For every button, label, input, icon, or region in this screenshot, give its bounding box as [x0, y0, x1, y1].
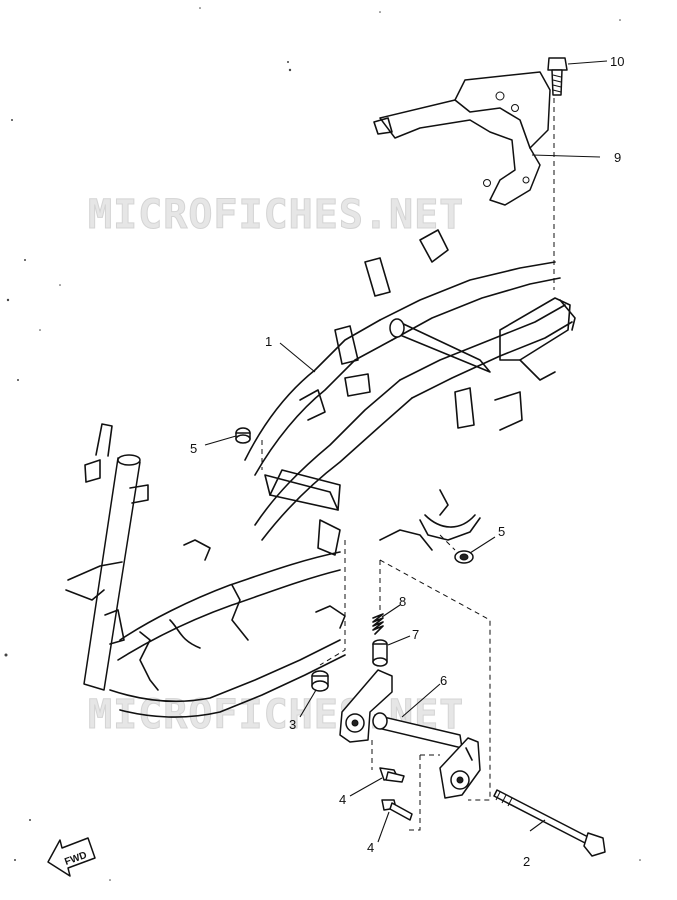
damper-5-right — [454, 550, 474, 564]
callout-9: 9 — [614, 150, 621, 165]
callout-4-upper: 4 — [339, 792, 346, 807]
bolt-10 — [547, 57, 568, 96]
callout-4-lower: 4 — [367, 840, 374, 855]
callout-2: 2 — [523, 854, 530, 869]
callout-1: 1 — [265, 334, 272, 349]
callout-7: 7 — [412, 627, 419, 642]
callout-8: 8 — [399, 594, 406, 609]
scan-noise — [4, 7, 641, 881]
long-bolt-2 — [493, 789, 606, 857]
engine-bracket-6 — [339, 669, 481, 799]
collar-7 — [372, 639, 388, 667]
watermark-top: MICROFICHES.NET — [88, 192, 464, 238]
bush-3 — [311, 670, 329, 692]
callout-10: 10 — [610, 54, 624, 69]
rear-bracket — [373, 71, 551, 206]
callout-3: 3 — [289, 717, 296, 732]
bolt-4-lower — [381, 799, 413, 821]
damper-5-left — [235, 427, 251, 444]
leader-lines — [204, 60, 608, 843]
callout-6: 6 — [440, 673, 447, 688]
assembly-lines — [261, 98, 555, 831]
callout-5-right: 5 — [498, 524, 505, 539]
fwd-arrow-icon: FWD — [47, 837, 96, 877]
spring-8 — [372, 613, 384, 635]
bolt-4-upper — [379, 767, 405, 783]
main-frame — [65, 229, 576, 718]
callout-5-left: 5 — [190, 441, 197, 456]
